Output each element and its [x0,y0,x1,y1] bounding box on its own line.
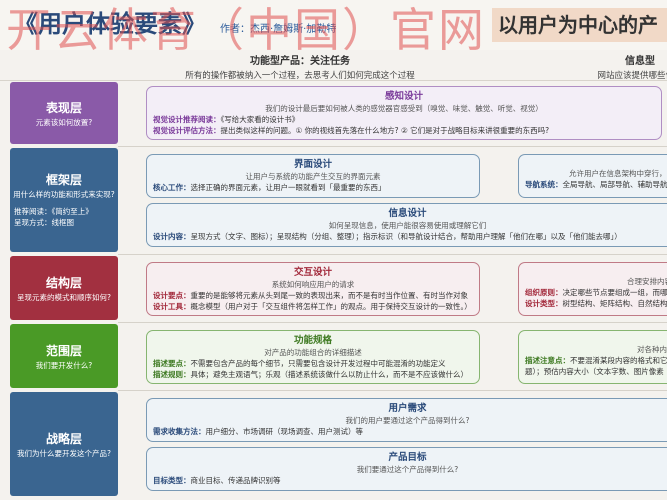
box-title: 用户需求 [388,403,427,414]
page-title: 《用户体验要素》 [14,10,206,38]
layer-name: 框架层 [45,173,82,188]
band-divider [118,254,667,255]
layer-name: 结构层 [45,275,82,290]
box-subtitle: 对产品的功能组合的详细描述 [264,347,362,357]
content-requirements-box: 对各种内容 描述注意点：不要混淆某段内容的格式和它的 题）；预估内容大小（文本字… [518,330,667,384]
header: 《用户体验要素》 作者：杰西·詹姆斯·加勒特 以用户为中心的产 开云体育（中国）… [0,0,667,57]
layer-question: 用什么样的功能和形式来实现? [13,190,115,200]
box-line: 视觉设计评估方法：提出类似这样的问题。① 你的视线首先落在什么地方? ② 它们是… [153,125,550,135]
box-line: 描述注意点：不要混淆某段内容的格式和它的 [525,355,667,365]
navigation-design-box: 允许用户在信息架构中穿行， 导航系统：全局导航、局部导航、辅助导航、 [518,154,667,198]
right-section-title: 以用户为中心的产 [492,8,667,42]
box-subtitle: 我们的设计最后要如何被人类的感觉器官感受到（嗅觉、味觉、触觉、听觉、视觉） [265,103,543,113]
layer-extra: 推荐阅读：《简约至上》 呈现方式：线框图 [14,206,93,229]
box-subtitle: 让用户与系统的功能产生交互的界面元素 [245,171,381,181]
box-line: 设计内容：呈现方式（文字、图标）；呈现结构（分组、整理）；指示标识（和导航设计结… [153,231,622,241]
information-architecture-box: 合理安排内容 组织原则：决定哪些节点要组成一组，而哪些 设计类型：树型结构、矩阵… [518,262,667,316]
box-line: 设计要点：重要的是能够将元素从头到尾一致的表现出来，而不是有时当作位置、有时当作… [153,290,468,300]
info-product-subtitle: 网站应该提供哪些信息 [597,71,667,81]
box-line: 设计工具：概念模型（用户对于「交互组件将怎样工作」的观点。用于保持交互设计的一致… [153,301,472,311]
layer-skeleton: 框架层 用什么样的功能和形式来实现? 推荐阅读：《简约至上》 呈现方式：线框图 [10,148,118,252]
functional-spec-box: 功能规格 对产品的功能组合的详细描述 描述要点：不需要包含产品的每个细节，只需要… [146,330,480,384]
box-line: 目标类型：商业目标、传递品牌识别等 [153,475,281,485]
header-divider [0,80,667,81]
box-title: 产品目标 [388,452,427,463]
functional-product-subtitle: 所有的操作都被纳入一个过程，去思考人们如何完成这个过程 [185,71,415,81]
information-design-box: 信息设计 如何呈现信息，使用户能很容易使用或理解它们 设计内容：呈现方式（文字、… [146,203,667,247]
box-line: 描述要点：不需要包含产品的每个细节，只需要包含设计开发过程中可能混淆的功能定义 [153,358,446,368]
box-subtitle: 合理安排内容 [627,277,667,286]
layer-question: 我们为什么要开发这个产品? [17,448,111,458]
layer-question: 我们要开发什么? [35,360,93,370]
functional-product-title: 功能型产品：关注任务 [250,56,350,67]
box-subtitle: 我们要通过这个产品得到什么? [356,464,459,474]
product-goals-box: 产品目标 我们要通过这个产品得到什么? 目标类型：商业目标、传递品牌识别等 [146,447,667,491]
box-line: 题）；预估内容大小（文本字数、图片像素 [525,366,664,376]
layer-question: 元素该如何放置? [35,117,93,127]
layer-scope: 范围层 我们要开发什么? [10,324,118,388]
presentation-method: 呈现方式：线框图 [14,218,74,228]
box-line: 需求收集方法：用户细分、市场调研（现场调查、用户测试）等 [153,426,363,436]
interaction-design-box: 交互设计 系统如何响应用户的请求 设计要点：重要的是能够将元素从头到尾一致的表现… [146,262,480,316]
box-subtitle: 我们的用户要通过这个产品得到什么? [345,415,470,425]
layer-strategy: 战略层 我们为什么要开发这个产品? [10,392,118,496]
info-product-header: 信息型 网站应该提供哪些信息 [580,52,667,81]
box-title: 交互设计 [293,267,332,278]
box-title: 界面设计 [293,159,332,170]
box-line: 核心工作：选择正确的界面元素，让用户一眼就看到「最重要的东西」 [153,182,386,192]
box-subtitle: 允许用户在信息架构中穿行， [569,169,667,178]
reading-recommendation: 推荐阅读：《简约至上》 [14,207,93,217]
box-line: 导航系统：全局导航、局部导航、辅助导航、 [525,179,667,189]
box-line: 设计类型：树型结构、矩阵结构、自然结构 [525,298,667,308]
box-subtitle: 如何呈现信息，使用户能很容易使用或理解它们 [328,220,487,230]
box-subtitle: 系统如何响应用户的请求 [271,279,355,289]
layer-name: 范围层 [45,343,82,358]
box-line: 组织原则：决定哪些节点要组成一组，而哪些 [525,287,667,297]
box-subtitle: 对各种内容 [637,345,667,354]
box-line: 视觉设计推荐阅读：《写给大家看的设计书》 [153,114,300,124]
layer-name: 战略层 [45,431,82,446]
band-divider [118,390,667,391]
layer-structure: 结构层 呈现元素的模式和顺序如何? [10,256,118,320]
author-line: 作者：杰西·詹姆斯·加勒特 [220,24,337,35]
band-divider [118,146,667,147]
layer-name: 表现层 [45,100,82,115]
functional-product-header: 功能型产品：关注任务 所有的操作都被纳入一个过程，去思考人们如何完成这个过程 [150,52,450,81]
box-title: 感知设计 [384,91,423,102]
user-needs-box: 用户需求 我们的用户要通过这个产品得到什么? 需求收集方法：用户细分、市场调研（… [146,398,667,442]
box-line: 描述规则：具体；避免主观语气；乐观（描述系统该做什么以防止什么，而不是不应该做什… [153,369,468,379]
box-title: 功能规格 [293,335,332,346]
box-title: 信息设计 [388,208,427,219]
watermark-text: 开云体育（中国）官网 [6,3,486,57]
layer-question: 呈现元素的模式和顺序如何? [17,292,111,302]
band-divider [118,322,667,323]
layer-surface: 表现层 元素该如何放置? [10,82,118,144]
perception-design-box: 感知设计 我们的设计最后要如何被人类的感觉器官感受到（嗅觉、味觉、触觉、听觉、视… [146,86,662,140]
info-product-title: 信息型 [625,56,655,67]
interface-design-box: 界面设计 让用户与系统的功能产生交互的界面元素 核心工作：选择正确的界面元素，让… [146,154,480,198]
